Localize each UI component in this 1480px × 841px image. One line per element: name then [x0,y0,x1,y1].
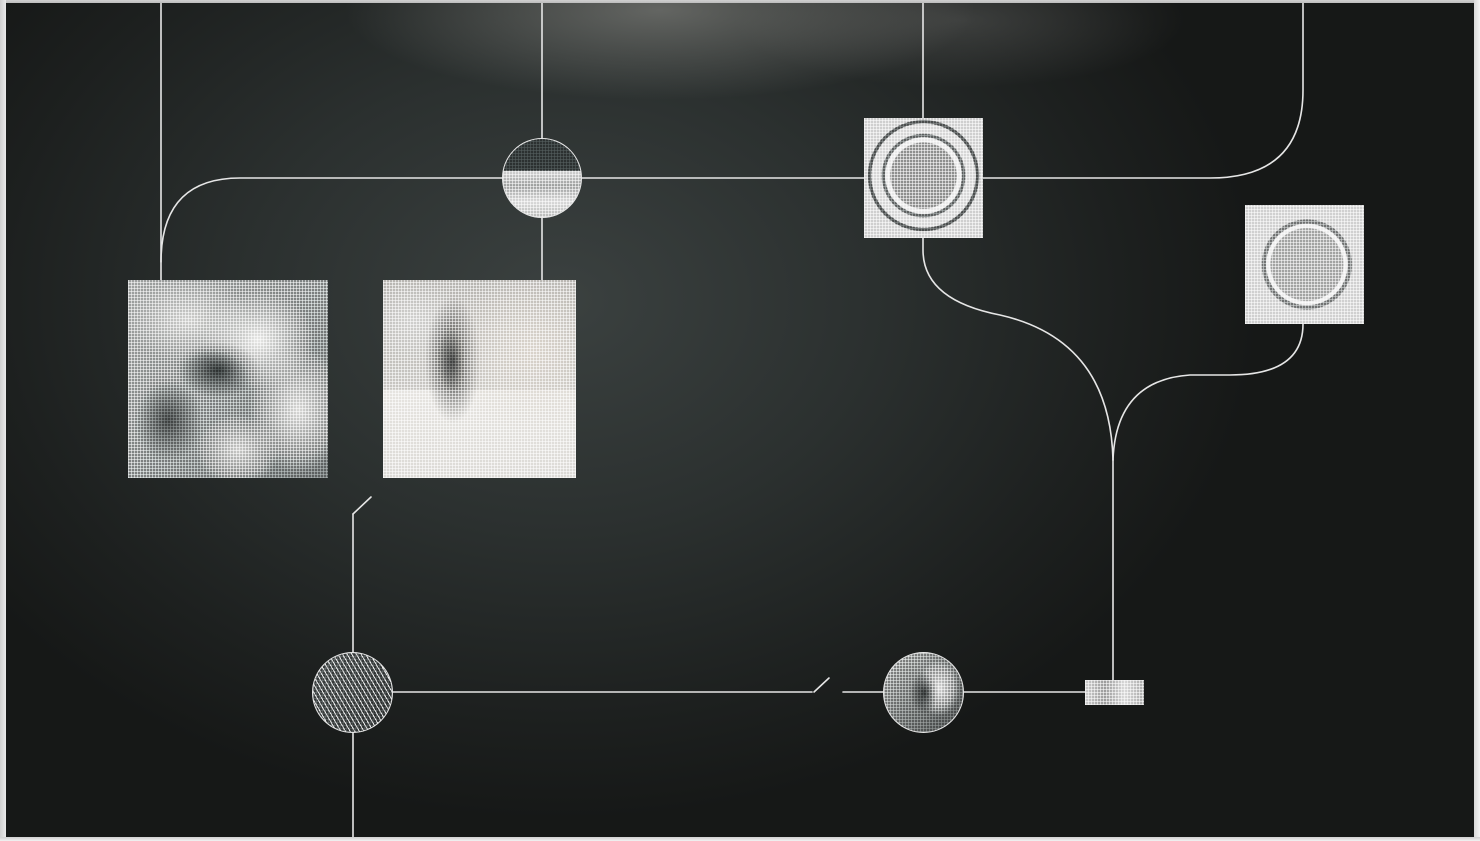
wireframe-terrain-icon [503,139,581,217]
sphere-mesh-right-node[interactable] [1245,205,1364,324]
strip-mesh-node[interactable] [1085,680,1144,705]
connector-break [353,497,371,514]
connector-line [1113,324,1303,460]
connector-line [923,238,1113,460]
sphere-mesh-top-node[interactable] [864,118,983,238]
circle-top-node[interactable] [502,138,582,218]
wireframe-rock-icon [383,280,576,478]
connector-break [814,678,829,692]
wireframe-sphere-icon [1245,205,1364,324]
frame-edge-top [0,0,1480,3]
wireframe-lines-icon [313,653,392,732]
wireframe-cavity-icon [884,653,963,732]
coral-mesh-node[interactable] [128,280,328,478]
connector-line [983,0,1303,178]
wireframe-sphere-icon [864,118,983,238]
wireframe-coral-icon [128,280,328,478]
wireframe-strip-icon [1085,680,1144,705]
connector-line [161,178,502,262]
frame-edge-left [0,0,6,841]
frame-edge-right [1474,0,1480,841]
frame-edge-bottom [0,837,1480,841]
circle-bottom-left-node[interactable] [312,652,393,733]
rock-mesh-node[interactable] [383,280,576,478]
circle-bottom-right-node[interactable] [883,652,964,733]
